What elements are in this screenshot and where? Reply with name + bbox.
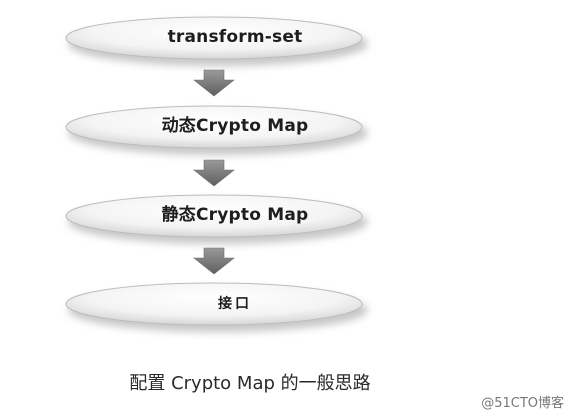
down-arrow-1: [193, 69, 235, 97]
step-oval-1: [65, 16, 368, 66]
step-label-dynamic-crypto-map: 动态Crypto Map: [161, 116, 309, 136]
step-label-transform-set: transform-set: [167, 27, 303, 47]
down-arrow-3: [193, 247, 235, 275]
step-oval-4: [65, 282, 368, 332]
watermark: @51CTO博客: [481, 396, 564, 411]
step-label-static-crypto-map: 静态Crypto Map: [161, 205, 309, 225]
down-arrow-2: [193, 159, 235, 187]
diagram-caption: 配置 Crypto Map 的一般思路: [129, 373, 371, 394]
step-oval-3: [65, 194, 368, 244]
step-label-interface: 接口: [218, 296, 252, 312]
step-oval-2: [65, 105, 368, 155]
